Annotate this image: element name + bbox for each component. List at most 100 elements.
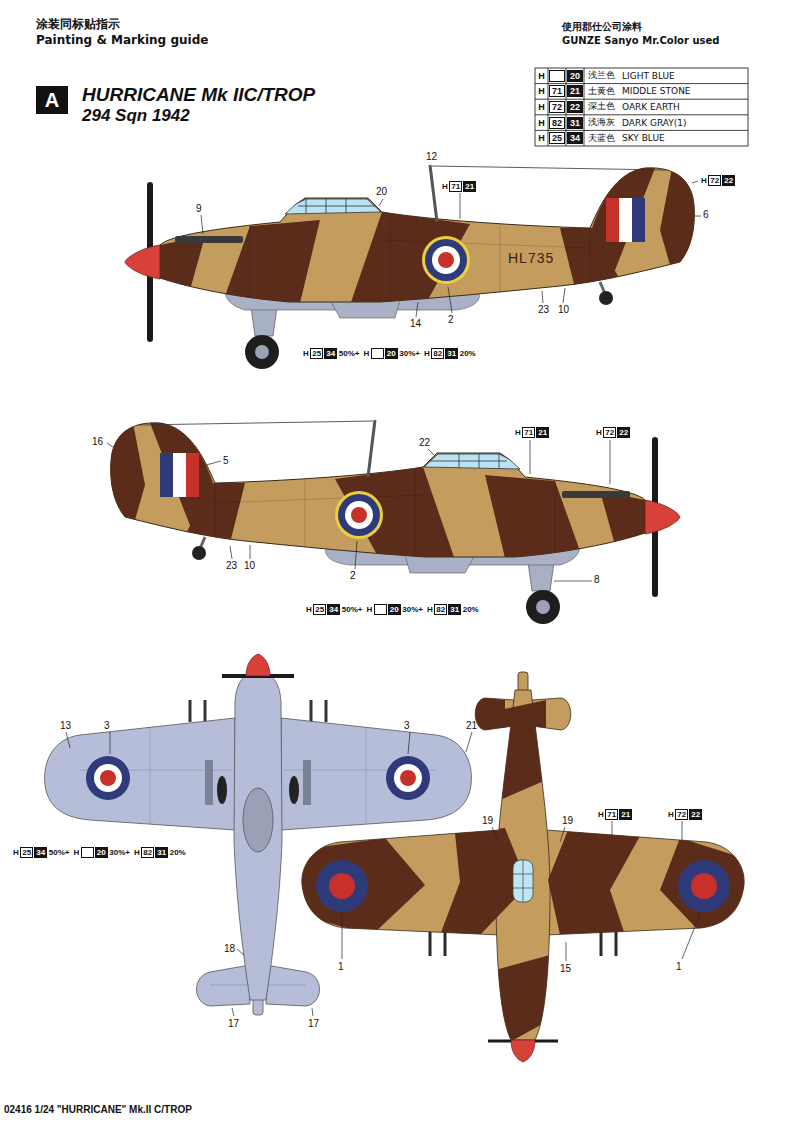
paint-chip-slot: 31 [445,348,459,359]
callout-number: 23 [538,304,549,315]
spinner [246,654,270,676]
paint-code-number: 22 [689,809,702,820]
leader-lines [232,1008,234,1016]
paint-chip-slot: 71 [548,85,566,97]
paint-code-number: 82 [431,348,444,359]
paint-prefix: H [535,86,548,96]
paint-code-number: 25 [310,348,323,359]
leader-lines [379,199,383,206]
cannon [444,930,447,956]
cannon [600,930,603,956]
paint-code-number: 71 [549,85,565,97]
paint-table-grid [584,68,585,146]
paint-table-grid [535,130,748,131]
paint-table-grid [535,99,748,100]
paint-name: 土黄色 [584,85,622,98]
callout-number: 21 [466,720,477,731]
leader-lines [563,288,565,303]
kit-footer: 02416 1/24 "HURRICANE" Mk.II C/TROP [4,1104,192,1115]
paint-code-number: 21 [567,85,583,97]
paint-code-number: 20 [95,847,108,858]
paint-chip-slot [370,348,384,359]
paint-code-callout: H7121 [597,808,633,821]
paint-prefix: H [535,102,548,112]
leader-lines [230,546,232,559]
leader-lines [460,193,461,219]
cannon [429,930,432,956]
cannon [310,700,313,722]
leader-lines [237,949,244,955]
dark-earth-camouflage [500,700,546,800]
leader-lines [610,440,611,484]
paint-chip-slot: 21 [619,809,633,820]
paint-code-number: 72 [708,175,721,186]
main-wheel [217,776,227,804]
mix-percentage: 30%+ [109,848,130,857]
paint-name: DARK GRAY(1) [622,118,687,128]
paint-code-number: 82 [141,847,154,858]
paint-code-callout: H7121 [441,180,477,193]
leader-lines [416,302,418,317]
paint-table-grid [535,114,748,115]
under-fuselage [234,672,282,1000]
paint-name: LIGHT BLUE [622,71,675,81]
leader-lines [250,545,251,559]
paint-prefix: H [441,182,449,191]
leader-lines [554,581,592,582]
paint-chip-blank [549,70,565,82]
paint-code-callout: H7222 [595,426,631,439]
paint-chip-slot: 21 [463,181,477,192]
paint-table-row: H7222深土色OARK EARTH [535,99,680,115]
paint-chip-blank [81,847,94,858]
paint-code-number: 21 [536,427,549,438]
paint-table-grid [535,68,748,146]
paint-chip-slot: 31 [566,117,584,129]
dark-earth-camouflage [300,838,425,935]
leader-lines [201,215,203,234]
paint-chip-slot: 72 [548,101,566,113]
leader-lines [110,732,111,754]
leader-lines [612,821,613,838]
leader-lines [542,291,543,303]
roundel-red [329,873,355,899]
leader-lines [408,732,410,754]
paint-chip-slot: 34 [327,604,341,615]
paint-chip-slot: 71 [605,809,619,820]
paint-code-number: 72 [549,101,565,113]
roundel-blue [386,756,430,800]
paint-name: 浅兰色 [584,69,622,82]
paint-chip-slot: 31 [448,604,462,615]
paint-prefix: H [12,848,20,857]
paint-chip-slot [373,604,387,615]
paint-code-number: 20 [388,604,401,615]
paint-code-number: 71 [605,809,618,820]
paint-table-row: H2534天蓝色SKY BLUE [535,130,665,146]
panel-lines [210,985,250,986]
leader-lines [692,181,698,183]
under-tailplane [197,965,251,1006]
paint-code-number: 22 [617,427,630,438]
canopy-frame [523,860,524,902]
callout-number: 1 [676,961,682,972]
paint-prefix: H [700,176,708,185]
roundel-white [394,764,422,792]
cannon [204,700,207,722]
paint-code-number: 72 [603,427,616,438]
paint-chip-blank [371,348,384,359]
roundel-blue [316,860,368,912]
gear-leg [205,760,213,805]
paint-chip-slot: 34 [324,348,338,359]
callout-number: 5 [223,455,229,466]
paint-chip-slot: 25 [548,132,566,144]
leader-lines [530,440,531,474]
mix-percentage: 30%+ [402,605,423,614]
paint-prefix: H [365,605,373,614]
scheme-letter: A [45,90,59,110]
cannon [615,930,618,956]
dark-earth-camouflage [300,696,750,1050]
aircraft-serial: HL735 [508,250,554,266]
paint-code-number: 34 [567,132,583,144]
paint-prefix: H [133,848,141,857]
paint-code-number: 34 [327,604,340,615]
callout-number: 20 [376,186,387,197]
